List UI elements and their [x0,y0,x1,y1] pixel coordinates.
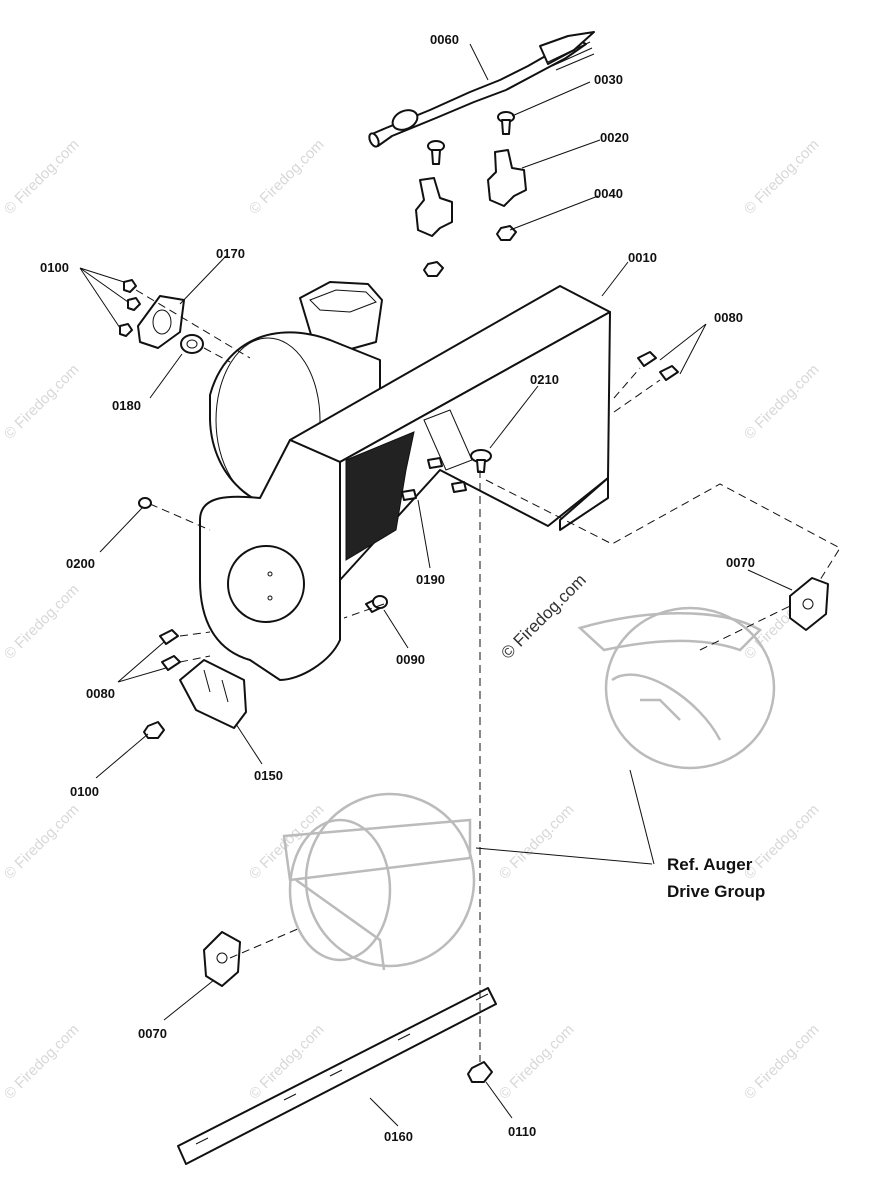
watermark: © Firedog.com [246,136,328,218]
callout-0190: 0190 [416,572,445,587]
callout-0040: 0040 [594,186,623,201]
watermark: © Firedog.com [496,801,578,883]
callout-0180: 0180 [112,398,141,413]
watermark: © Firedog.com [1,581,83,663]
callout-0200: 0200 [66,556,95,571]
auger-left-reference [282,792,476,971]
auger-right-reference [577,606,776,770]
reference-note: Ref. Auger Drive Group [667,855,765,901]
callout-0090: 0090 [396,652,425,667]
callout-0160: 0160 [384,1129,413,1144]
watermark: © Firedog.com [741,361,823,443]
flange-0070-right [789,577,829,631]
callout-0110: 0110 [508,1124,536,1139]
plug-0200 [138,497,152,509]
watermark: © Firedog.com [1,1021,83,1103]
nut-0100-bottom [143,721,165,739]
callout-0150: 0150 [254,768,283,783]
scraper-bar-0160 [177,987,497,1165]
nuts-0100-top [119,279,141,337]
skid-shoe-0150 [179,659,247,729]
callout-0080-left: 0080 [86,686,115,701]
reference-note-line-1: Ref. Auger [667,855,753,874]
watermark: © Firedog.com [741,136,823,218]
screw-upper-left [427,140,445,165]
bolts-0190 [401,457,467,501]
flange-0070-left [203,931,241,987]
watermark: © Firedog.com [1,361,83,443]
watermark: © Firedog.com [741,1021,823,1103]
screw-0030 [497,111,515,135]
nut-left [423,261,444,277]
callout-0100-bottom: 0100 [70,784,99,799]
callout-0020: 0020 [600,130,629,145]
auger-housing [199,281,611,681]
callout-0010: 0010 [628,250,657,265]
callout-0060: 0060 [430,32,459,47]
callout-0080-right: 0080 [714,310,743,325]
callout-0210: 0210 [530,372,559,387]
callout-0100-top: 0100 [40,260,69,275]
bolts-0080-left [159,629,181,671]
callout-labels: 0060 0030 0020 0040 0010 0100 0170 0180 … [40,32,755,1144]
nut-0110 [467,1061,493,1083]
central-watermark: © Firedog.com [497,570,589,662]
nut-0040 [496,225,517,241]
bearing-flange-0170 [137,295,185,349]
assembly-lines [135,289,841,1062]
reference-note-line-2: Drive Group [667,882,765,901]
bolts-0080-right [637,351,679,381]
watermark: © Firedog.com [1,136,83,218]
callout-0070-left: 0070 [138,1026,167,1041]
chute-crank-rod [368,31,595,148]
watermark: © Firedog.com [741,801,823,883]
watermark: © Firedog.com [496,1021,578,1103]
bracket-0020 [487,149,527,207]
leader-lines [79,43,793,1127]
callout-0070-right: 0070 [726,555,755,570]
watermark: © Firedog.com [1,801,83,883]
bearing-0180 [180,334,204,354]
bracket-left [415,177,453,237]
callout-0170: 0170 [216,246,245,261]
carriage-bolt-0210 [470,449,492,473]
callout-0030: 0030 [594,72,623,87]
